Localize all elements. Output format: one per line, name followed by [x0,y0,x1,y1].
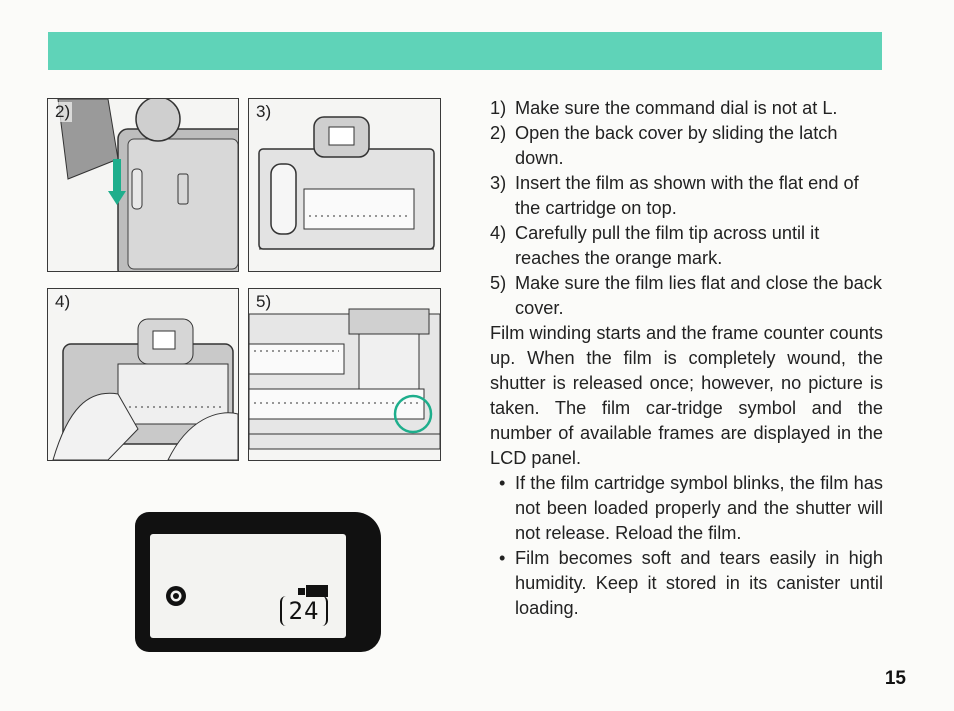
step-text: Open the back cover by sliding the latch… [515,123,838,168]
step-1: 1) Make sure the command dial is not at … [490,96,883,121]
note-bullet-2: • Film becomes soft and tears easily in … [490,546,883,621]
step-number: 3) [490,173,507,193]
step-text: Make sure the film lies flat and close t… [515,273,882,318]
lcd-screen: 24 [150,534,346,638]
camera-latch-slide-illustration [57,99,238,271]
step-text: Carefully pull the film tip across until… [515,223,820,268]
film-cartridge-insert-illustration [258,116,435,250]
frame-counter: 24 [280,596,328,626]
film-tip-pull-illustration [52,318,238,460]
figure-3: 3) [248,98,441,272]
step-3: 3) Insert the film as shown with the fla… [490,171,883,221]
note-bullet-1: • If the film cartridge symbol blinks, t… [490,471,883,546]
bullet-dot: • [499,473,506,493]
figure-2: 2) [47,98,239,272]
step-number: 4) [490,223,507,243]
lcd-panel: 24 [135,512,381,652]
step-number: 5) [490,273,507,293]
bullet-text: Film becomes soft and tears easily in hi… [515,548,883,618]
bullet-dot: • [499,548,506,568]
film-flat-orange-mark-illustration [249,308,440,450]
step-4: 4) Carefully pull the film tip across un… [490,221,883,271]
film-cartridge-icon [298,585,328,597]
step-text: Insert the film as shown with the flat e… [515,173,859,218]
lcd-cartridge-symbol-icon [166,586,186,606]
film-winding-paragraph: Film winding starts and the frame counte… [490,323,883,468]
figure-4: 4) [47,288,239,461]
step-text: Make sure the command dial is not at L. [515,98,838,118]
figure-5-label: 5) [254,292,274,312]
step-number: 2) [490,123,507,143]
header-color-band [48,32,882,70]
figure-3-label: 3) [254,102,274,122]
figure-2-label: 2) [53,102,73,122]
figure-5: 5) [248,288,441,461]
figure-4-label: 4) [53,292,73,312]
instructions-text: 1) Make sure the command dial is not at … [490,96,883,621]
bullet-text: If the film cartridge symbol blinks, the… [515,473,883,543]
page-number: 15 [884,668,906,689]
step-5: 5) Make sure the film lies flat and clos… [490,271,883,321]
step-number: 1) [490,98,507,118]
step-2: 2) Open the back cover by sliding the la… [490,121,883,171]
